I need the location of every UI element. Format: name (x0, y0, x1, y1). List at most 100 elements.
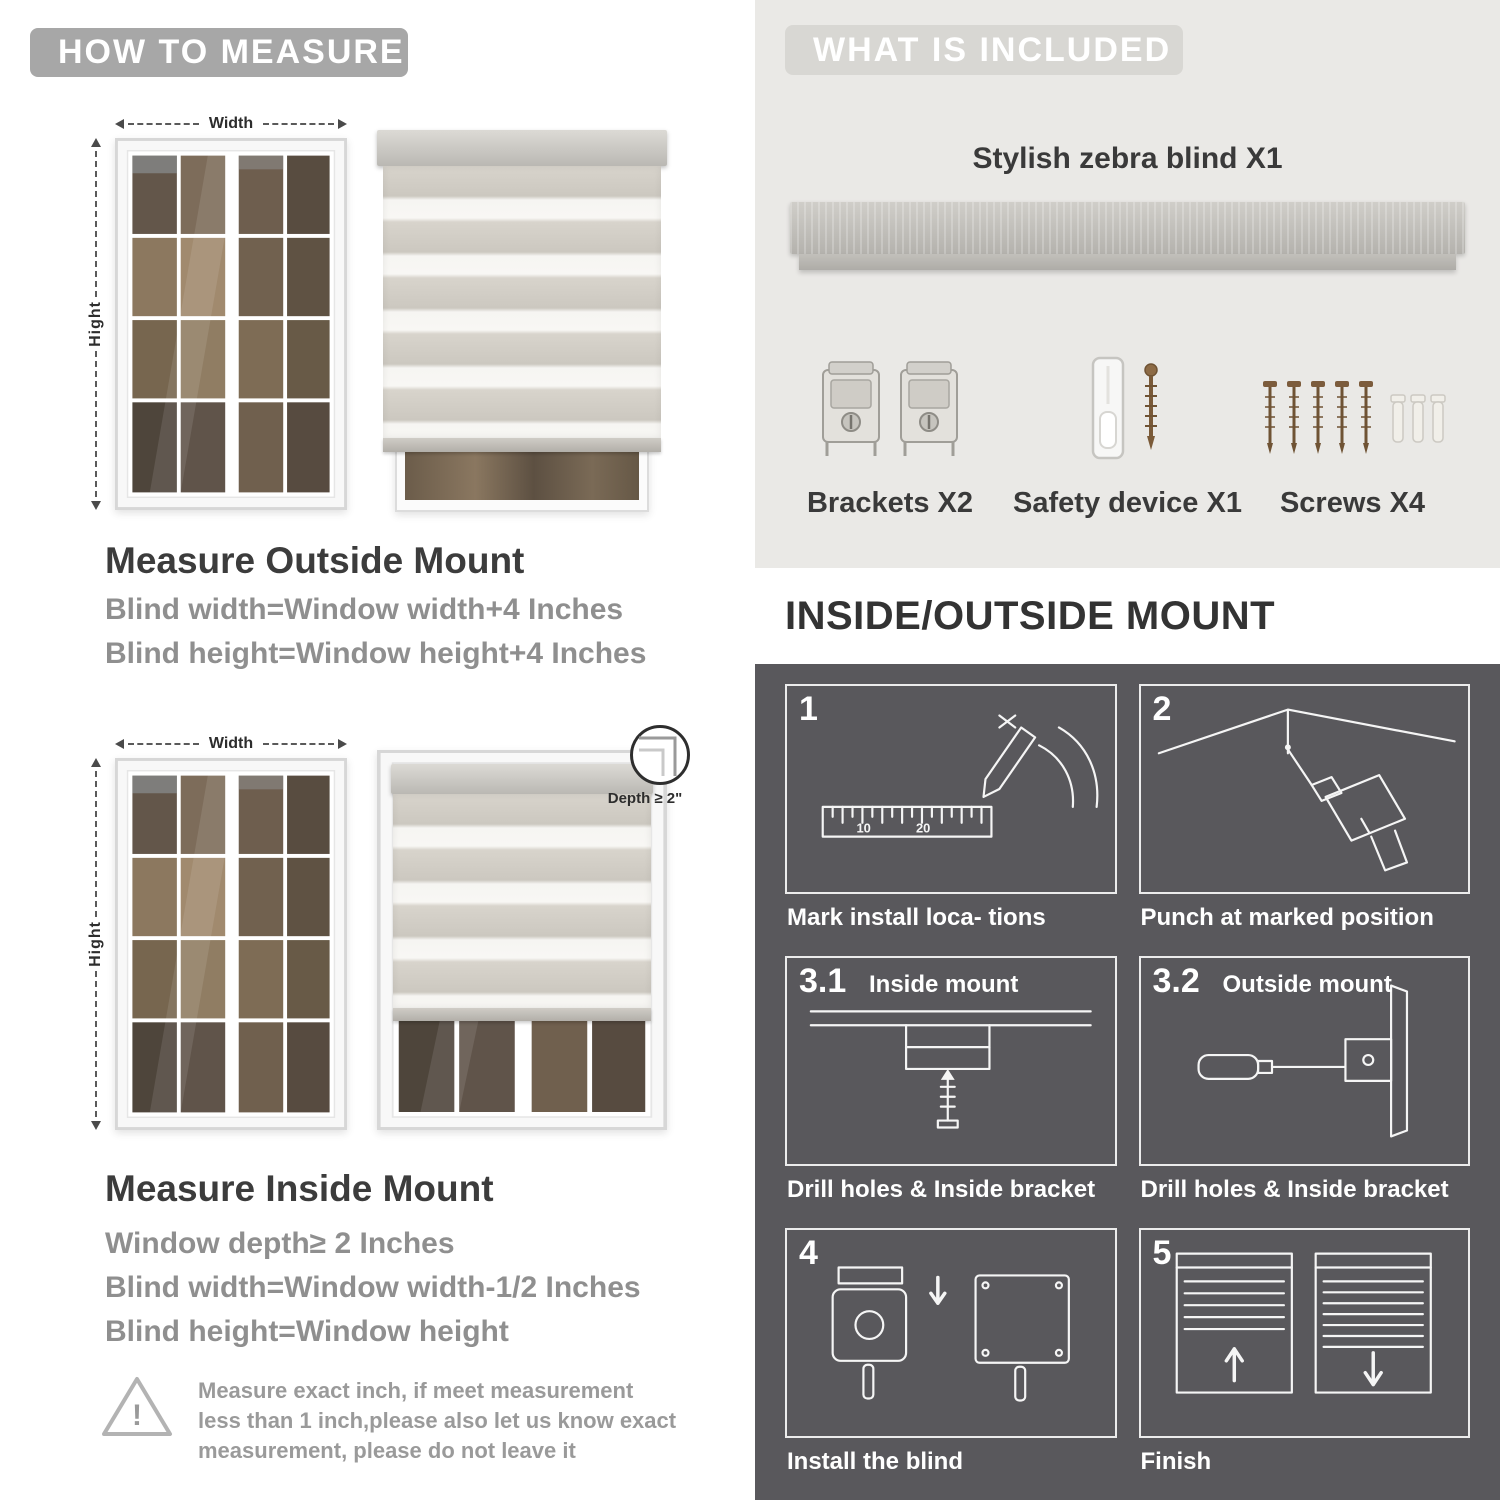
outside-mount-figure: Width Hight (85, 108, 670, 512)
dashed-line (95, 151, 97, 298)
what-is-included-section: WHAT IS INCLUDED Stylish zebra blind X1 (755, 0, 1500, 568)
step-caption: Punch at marked position (1140, 904, 1434, 931)
step-number: 2 (1152, 690, 1172, 728)
arrowhead-down-icon (91, 1121, 101, 1130)
step-caption: Finish (1140, 1448, 1212, 1475)
zebra-stripes (383, 166, 661, 438)
formula-line: Blind height=Window height (105, 1315, 509, 1348)
mount-title: INSIDE/OUTSIDE MOUNT (785, 594, 1276, 638)
blind-item-label: Stylish zebra blind X1 (972, 142, 1283, 175)
dashed-line (263, 743, 334, 745)
what-is-included-header: WHAT IS INCLUDED (785, 25, 1183, 75)
inside-blind-illustration: Depth ≥ 2" (377, 725, 690, 1130)
step-caption: Mark install loca- tions (787, 904, 1046, 931)
step-number: 1 (799, 690, 818, 728)
step-sublabel: Outside mount (1222, 971, 1392, 998)
step-3-2-illustration: 3.2 Outside mount (1138, 956, 1470, 1166)
headrail-bottom (799, 254, 1456, 270)
window-photo-icon (115, 138, 347, 510)
inside-blind (391, 764, 653, 1021)
step-5-illustration: 5 (1138, 1228, 1470, 1438)
step-5: 5 Finish (1138, 1228, 1470, 1476)
width-label: Width (208, 115, 254, 132)
outside-bracket-icon (1196, 984, 1408, 1138)
dashed-line (263, 123, 334, 125)
width-arrow: Width (115, 114, 347, 134)
screws-icon (1258, 371, 1448, 471)
inside-mount-figure: Width Hight Depth (85, 725, 690, 1132)
depth-label: Depth ≥ 2" (607, 790, 683, 807)
steps-grid: 1 10 20 Mark install loca- tions (785, 684, 1470, 1476)
ruler-mark: 10 (856, 821, 870, 836)
step-number: 3.1 (799, 962, 847, 1000)
step-3-1: 3.1 Inside mount Drill holes & Inside br… (785, 956, 1117, 1204)
width-label: Width (208, 735, 254, 752)
drill-icon (1157, 708, 1456, 872)
step-4-illustration: 4 (785, 1228, 1117, 1438)
how-to-measure-header: HOW TO MEASURE (30, 28, 408, 77)
formula-line: Blind width=Window width-1/2 Inches (105, 1271, 641, 1304)
inside-mount-title: Measure Inside Mount (105, 1168, 494, 1209)
ruler-mark: 20 (916, 821, 930, 836)
step-number: 4 (799, 1234, 818, 1272)
step-4: 4 Install the blind (785, 1228, 1117, 1476)
screws-label: Screws X4 (1279, 487, 1426, 519)
height-arrow: Hight (85, 138, 107, 510)
dashed-line (95, 350, 97, 497)
arrowhead-down-icon (91, 501, 101, 510)
dashed-line (128, 123, 199, 125)
brackets-label: Brackets X2 (806, 487, 974, 519)
blind-bottom-rail (393, 1008, 651, 1021)
headrail-valance (790, 202, 1465, 254)
safety-device-label: Safety device X1 (1013, 487, 1242, 519)
blind-valance (377, 130, 667, 166)
step-3-2: 3.2 Outside mount Drill holes & Inside b… (1138, 956, 1470, 1204)
outside-mount-title: Measure Outside Mount (105, 540, 525, 581)
measure-note: ! Measure exact inch, if meet measuremen… (100, 1374, 678, 1466)
brackets-icon (815, 356, 965, 471)
arrowhead-right-icon (338, 119, 347, 129)
dashed-line (128, 743, 199, 745)
magnifier-corner-icon (630, 725, 690, 785)
height-arrow: Hight (85, 758, 107, 1130)
width-arrow: Width (115, 734, 347, 754)
inside-bracket-icon (809, 1010, 1092, 1129)
arrowhead-up-icon (91, 138, 101, 147)
blind-bottom-rail (383, 438, 661, 452)
step-number: 3.2 (1152, 962, 1200, 1000)
window-illustration (115, 138, 347, 510)
height-label: Hight (87, 921, 104, 967)
outside-mount-lines: Blind width=Window width+4 Inches Blind … (105, 588, 646, 676)
warning-triangle-icon: ! (102, 1377, 172, 1436)
mount-title-strip: INSIDE/OUTSIDE MOUNT (755, 568, 1500, 664)
step-caption: Install the blind (787, 1448, 964, 1475)
arrowhead-right-icon (338, 739, 347, 749)
included-item-screws: Screws X4 (1245, 330, 1460, 520)
mark-locations-icon: 10 20 (821, 714, 1099, 838)
dashed-line (95, 771, 97, 918)
formula-line: Blind height=Window height+4 Inches (105, 637, 647, 670)
step-caption: Drill holes & Inside bracket (787, 1176, 1096, 1203)
step-2: 2 Punch at marked position (1138, 684, 1470, 932)
included-item-safety-device: Safety device X1 (1005, 330, 1250, 520)
depth-callout-circle (629, 724, 691, 786)
step-sublabel: Inside mount (869, 971, 1019, 998)
warning-mark: ! (132, 1399, 142, 1432)
zebra-stripes (393, 794, 651, 1008)
included-item-brackets: Brackets X2 (785, 330, 995, 520)
step-1: 1 10 20 Mark install loca- tions (785, 684, 1117, 932)
step-2-illustration: 2 (1138, 684, 1470, 894)
dashed-line (95, 970, 97, 1117)
window-illustration (115, 758, 347, 1130)
window-photo-icon (115, 758, 347, 1130)
step-1-illustration: 1 10 20 (785, 684, 1117, 894)
headrail-illustration (790, 202, 1465, 270)
blind-valance (391, 764, 653, 794)
step-3-1-illustration: 3.1 Inside mount (785, 956, 1117, 1166)
safety-device-icon (1073, 354, 1183, 471)
inside-mount-lines: Window depth≥ 2 Inches Blind width=Windo… (105, 1222, 641, 1354)
height-label: Hight (87, 301, 104, 347)
finish-blinds-icon (1175, 1252, 1432, 1394)
mount-steps-panel: 1 10 20 Mark install loca- tions (755, 664, 1500, 1500)
